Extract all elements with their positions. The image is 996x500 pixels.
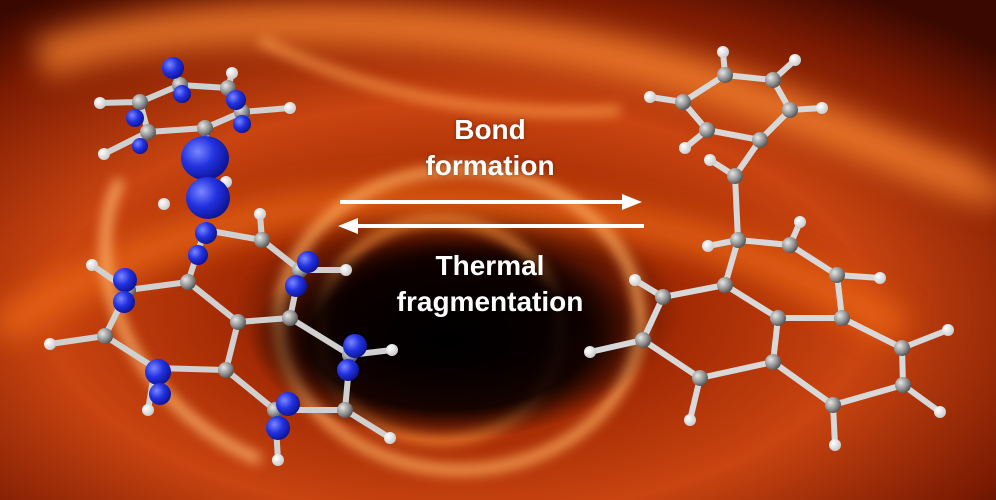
bond-formation-line1: Bond <box>454 114 526 145</box>
right-carbon-atoms <box>635 67 911 413</box>
bond-formation-line2: formation <box>425 150 555 181</box>
right-molecule <box>587 49 951 448</box>
thermal-fragmentation-line2: fragmentation <box>396 286 584 317</box>
thermal-fragmentation-line1: Thermal <box>435 250 545 281</box>
right-hydrogen-atoms <box>584 46 954 451</box>
left-carbon-atoms <box>97 77 358 418</box>
spin-density-lobes <box>113 57 367 440</box>
left-molecule <box>47 62 395 463</box>
thermal-fragmentation-label: Thermal fragmentation <box>370 248 610 320</box>
arrow-reverse <box>338 218 644 234</box>
bond-formation-label: Bond formation <box>380 112 600 184</box>
arrow-forward <box>340 194 642 210</box>
